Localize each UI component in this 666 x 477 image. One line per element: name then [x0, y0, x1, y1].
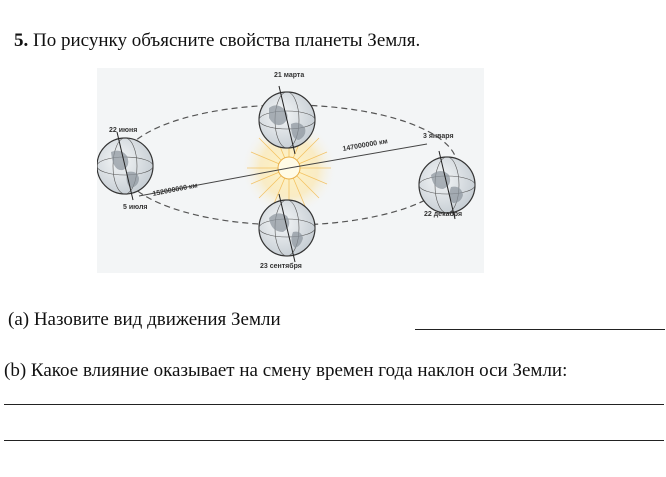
- answer-line-b-1[interactable]: [4, 404, 664, 405]
- question-b: (b) Какое влияние оказывает на смену вре…: [4, 360, 568, 381]
- globe-march: [258, 85, 316, 155]
- distance-line-far: [288, 143, 428, 169]
- label-distance-near: 152000000 км: [152, 182, 198, 198]
- label-july-5: 5 июля: [123, 204, 147, 211]
- label-june-22: 22 июня: [109, 127, 137, 134]
- question-a: (a) Назовите вид движения Земли: [8, 309, 281, 330]
- distance-line-near: [138, 167, 290, 197]
- label-december-22: 22 декабря: [424, 210, 462, 218]
- globe-september: [258, 193, 316, 263]
- label-september-23: 23 сентября: [260, 262, 302, 270]
- label-march-21: 21 марта: [274, 72, 304, 79]
- question-number: 5.: [14, 30, 29, 51]
- globe-december: [418, 150, 476, 220]
- label-january-3: 3 января: [423, 133, 454, 140]
- earth-orbit-figure: 21 марта 22 июня 3 января 22 декабря 23 …: [97, 68, 484, 273]
- answer-line-b-2[interactable]: [4, 440, 664, 441]
- globe-june: [97, 131, 154, 201]
- question-title: 5. По рисунку объясните свойства планеты…: [14, 30, 420, 52]
- question-text: По рисунку объясните свойства планеты Зе…: [33, 30, 421, 51]
- answer-line-a[interactable]: [415, 329, 665, 330]
- label-distance-far: 147000000 км: [342, 138, 388, 153]
